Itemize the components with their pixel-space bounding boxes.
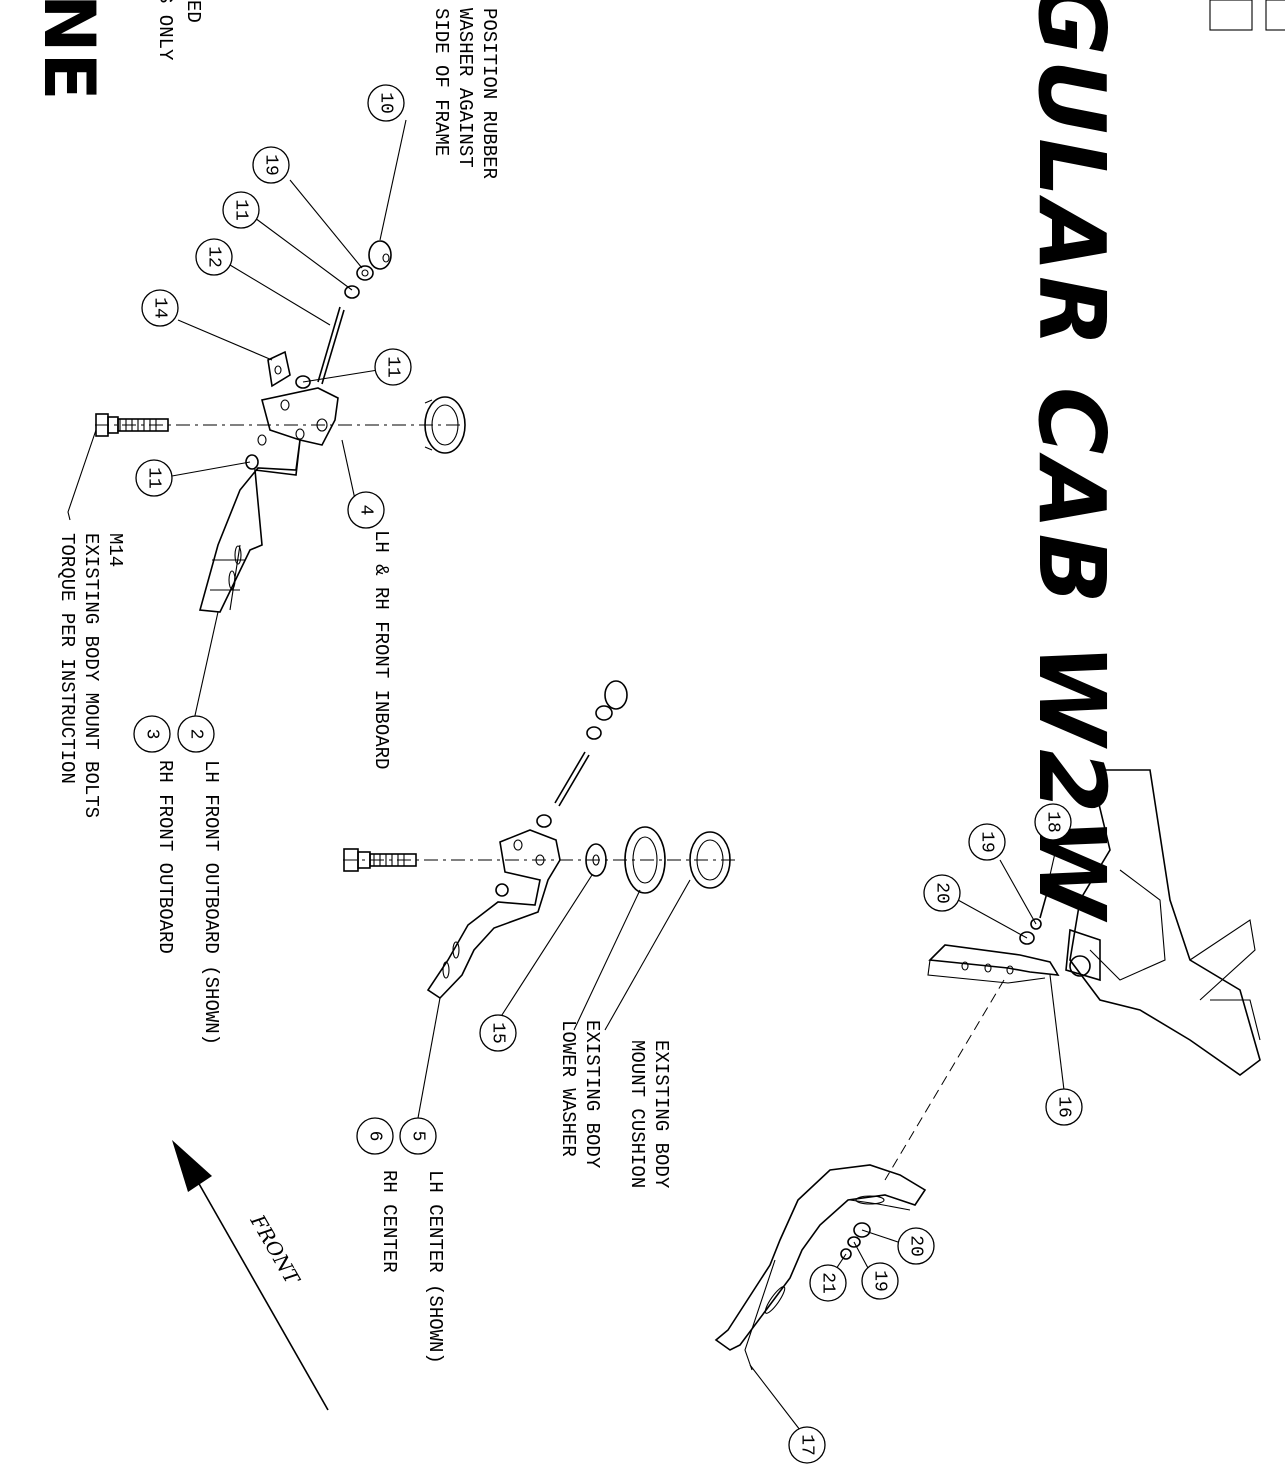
svg-text:EXISTING BODY MOUNT BOLTS: EXISTING BODY MOUNT BOLTS [80, 533, 102, 818]
balloon-20b: 20 [897, 1227, 935, 1265]
svg-text:16: 16 [1053, 1096, 1073, 1118]
balloon-6: 6 [356, 1117, 394, 1155]
svg-text:14: 14 [149, 297, 169, 319]
svg-text:SIDE OF FRAME: SIDE OF FRAME [430, 8, 452, 156]
svg-text:19: 19 [260, 154, 280, 176]
frame-extension-assembly [714, 769, 1261, 1431]
svg-text:5: 5 [407, 1131, 427, 1142]
edge-text-1: ED [182, 0, 204, 23]
svg-text:20: 20 [931, 882, 951, 904]
sheet-title: GULAR CAB W2W [1018, 0, 1125, 923]
svg-text:11: 11 [143, 467, 163, 489]
balloon-17: 17 [788, 1426, 826, 1464]
balloon-15: 15 [479, 1014, 517, 1052]
svg-text:6: 6 [364, 1131, 384, 1142]
svg-text:19: 19 [869, 1270, 889, 1292]
note-rh-front-outboard: RH FRONT OUTBOARD [154, 760, 176, 954]
title-block-corner [1209, 0, 1285, 31]
balloon-16: 16 [1045, 1088, 1083, 1126]
note-rh-center: RH CENTER [378, 1170, 400, 1273]
balloon-19c: 19 [861, 1262, 899, 1300]
svg-text:11: 11 [230, 199, 250, 221]
svg-text:20: 20 [905, 1235, 925, 1257]
note-position-washer: POSITION RUBBER WASHER AGAINST SIDE OF F… [430, 8, 500, 179]
edge-text-2: S ONLY [154, 0, 176, 61]
note-body-mount-bolts: M14 EXISTING BODY MOUNT BOLTS TORQUE PER… [56, 533, 126, 818]
note-lh-front-outboard: LH FRONT OUTBOARD (SHOWN) [200, 760, 222, 1045]
center-bracket-assembly [340, 680, 735, 1119]
front-arrow: FRONT [172, 1140, 329, 1411]
svg-text:FRONT: FRONT [245, 1210, 305, 1290]
balloon-20a: 20 [923, 874, 961, 912]
balloon-5: 5 [399, 1117, 437, 1155]
balloon-11a: 11 [222, 191, 260, 229]
note-lh-center: LH CENTER (SHOWN) [424, 1170, 446, 1364]
svg-text:11: 11 [382, 356, 402, 378]
svg-text:4: 4 [355, 505, 375, 516]
balloon-10: 10 [367, 84, 405, 122]
note-existing-lower-washer: EXISTING BODY LOWER WASHER [557, 1020, 603, 1169]
svg-text:10: 10 [375, 92, 395, 114]
svg-text:EXISTING BODY: EXISTING BODY [650, 1040, 672, 1189]
svg-text:19: 19 [976, 831, 996, 853]
svg-text:18: 18 [1042, 811, 1062, 833]
balloon-11b: 11 [374, 348, 412, 386]
svg-text:21: 21 [817, 1272, 837, 1294]
company-logo: NE [28, 0, 110, 100]
balloon-19a: 19 [252, 146, 290, 184]
svg-text:TORQUE PER INSTRUCTION: TORQUE PER INSTRUCTION [56, 533, 78, 784]
front-bracket-assembly [67, 119, 466, 721]
balloon-18: 18 [1034, 803, 1072, 841]
svg-text:MOUNT CUSHION: MOUNT CUSHION [626, 1040, 648, 1188]
svg-text:WASHER AGAINST: WASHER AGAINST [454, 8, 476, 168]
balloon-4: 4 [347, 491, 385, 529]
svg-text:POSITION RUBBER: POSITION RUBBER [478, 8, 500, 179]
svg-text:12: 12 [203, 246, 223, 268]
svg-text:3: 3 [141, 729, 161, 740]
svg-text:2: 2 [185, 729, 205, 740]
balloon-12: 12 [195, 238, 233, 276]
note-existing-cushion: EXISTING BODY MOUNT CUSHION [626, 1040, 672, 1189]
svg-text:M14: M14 [104, 533, 126, 567]
svg-text:15: 15 [487, 1022, 507, 1044]
svg-text:EXISTING BODY: EXISTING BODY [581, 1020, 603, 1169]
balloon-14: 14 [141, 289, 179, 327]
note-lh-rh-front-inboard: LH & RH FRONT INBOARD [370, 530, 392, 769]
balloon-21: 21 [809, 1264, 847, 1302]
balloon-2: 2 [177, 715, 215, 753]
balloon-11c: 11 [135, 459, 173, 497]
balloon-19b: 19 [968, 823, 1006, 861]
balloon-3: 3 [133, 715, 171, 753]
svg-text:LOWER WASHER: LOWER WASHER [557, 1020, 579, 1157]
svg-text:17: 17 [796, 1434, 816, 1456]
